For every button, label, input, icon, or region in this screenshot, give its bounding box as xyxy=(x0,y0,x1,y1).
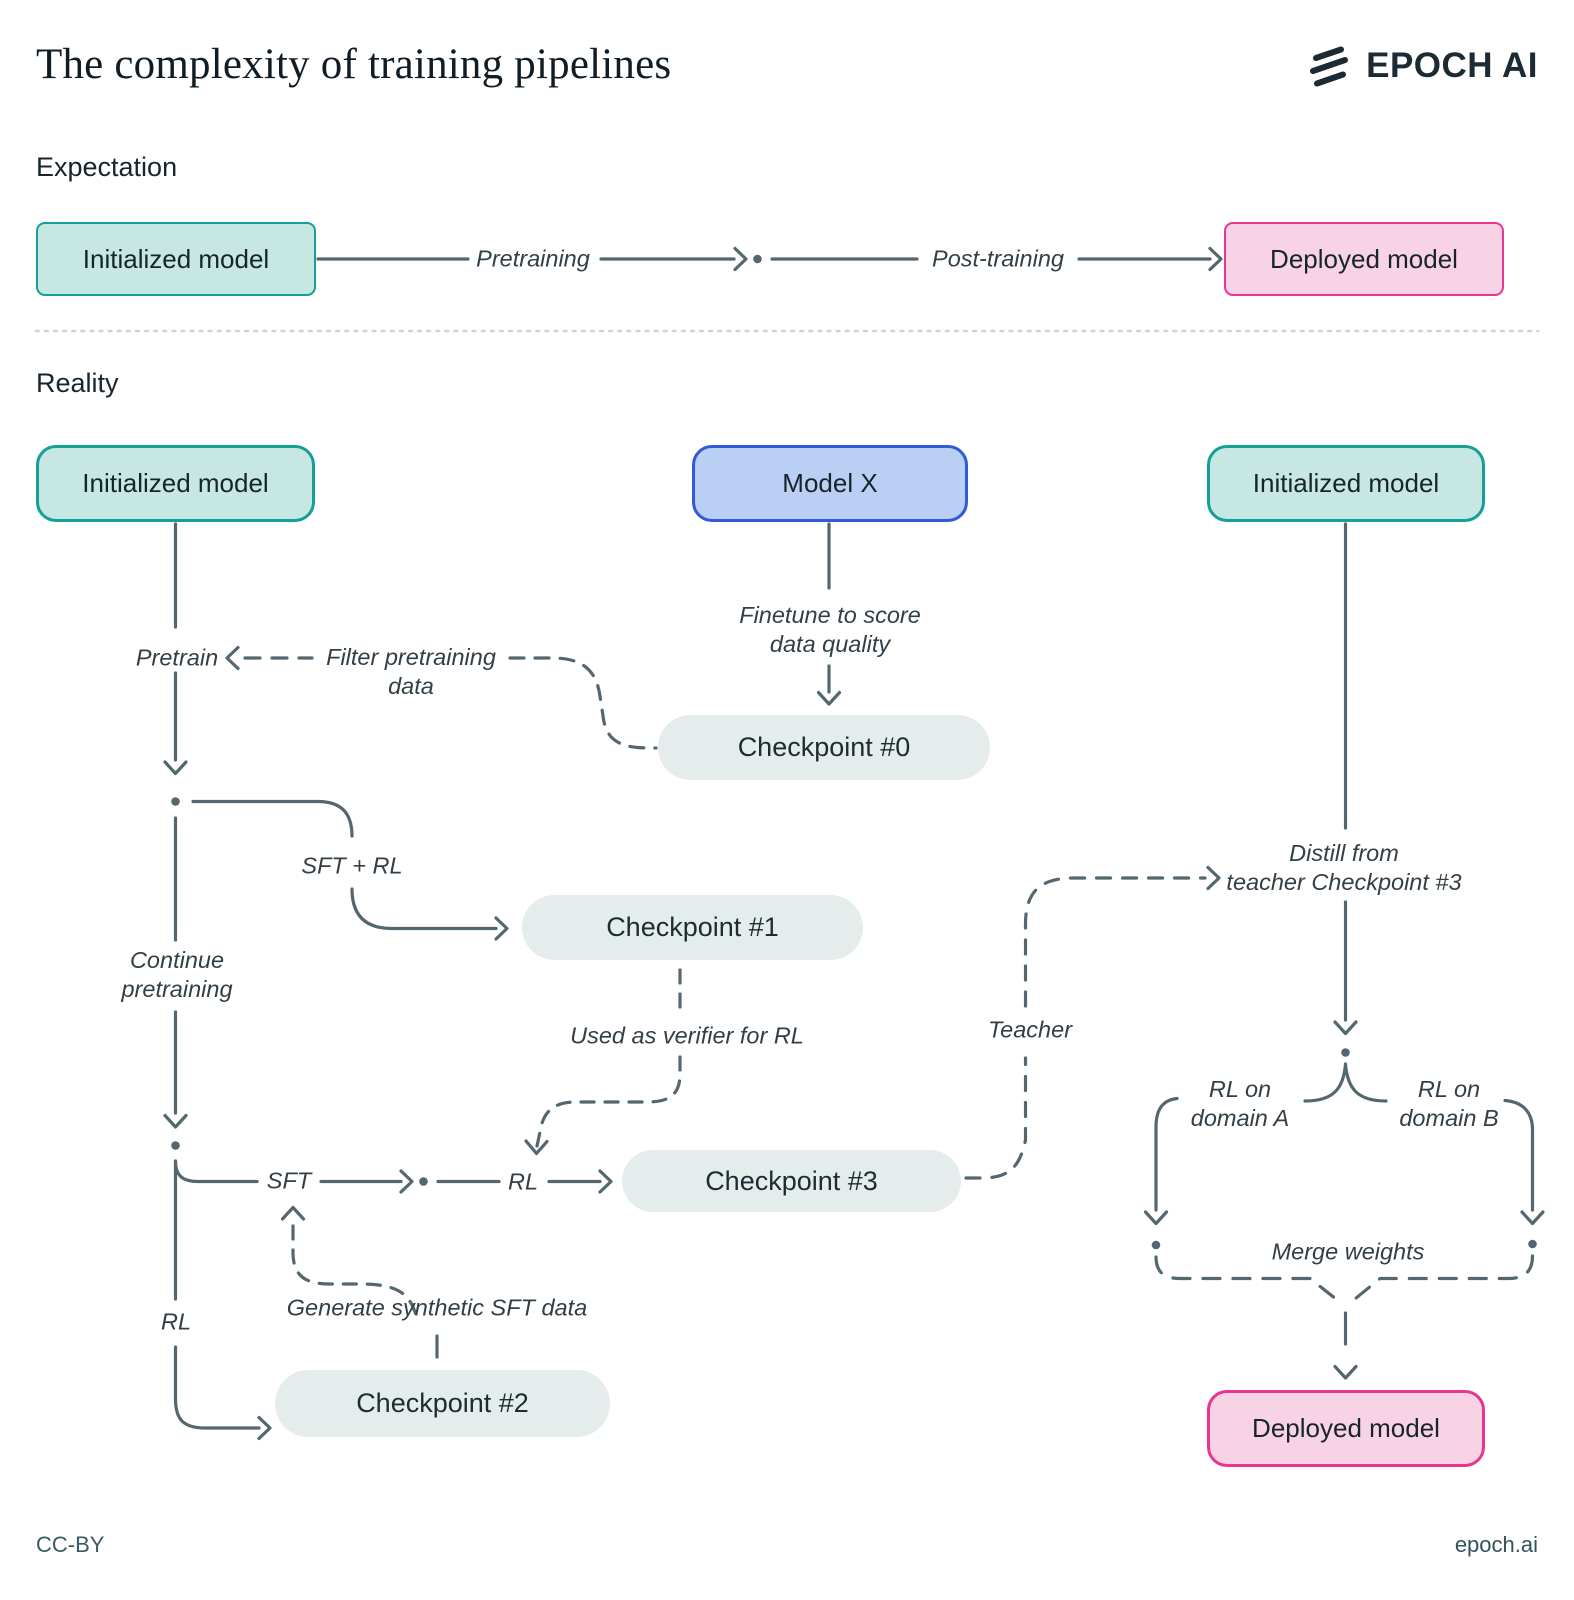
reality-initialized-model-left-box: Initialized model xyxy=(36,445,315,522)
edge-label-teacher: Teacher xyxy=(987,1016,1073,1043)
edge-label-sft: SFT xyxy=(266,1167,312,1194)
edge-label-rl-domain-b: RL on domain B xyxy=(1399,1075,1499,1131)
reality-initialized-model-right-box: Initialized model xyxy=(1207,445,1485,522)
checkpoint-3-pill: Checkpoint #3 xyxy=(622,1150,961,1212)
footer-site: epoch.ai xyxy=(1454,1532,1538,1557)
edge-label-rl-domain-a: RL on domain A xyxy=(1190,1075,1290,1131)
checkpoint-1-pill: Checkpoint #1 xyxy=(522,895,863,960)
edge-label-continue-pretraining: Continue pretraining xyxy=(121,946,233,1002)
edge-label-sft-rl: SFT + RL xyxy=(301,852,403,879)
section-label-expectation: Expectation xyxy=(36,152,178,182)
checkpoint-0-pill: Checkpoint #0 xyxy=(658,715,990,780)
expectation-connectors xyxy=(316,246,1223,272)
verifier-connector xyxy=(524,968,682,1156)
edge-label-pretraining: Pretraining xyxy=(476,245,590,272)
epoch-logo-icon xyxy=(1310,46,1349,87)
model-x-box: Model X xyxy=(692,445,968,522)
expectation-deployed-model-box: Deployed model xyxy=(1224,222,1504,296)
edge-label-filter-pretraining-data: Filter pretraining data xyxy=(326,643,496,699)
edge-label-pretrain: Pretrain xyxy=(135,644,219,671)
checkpoint-2-pill: Checkpoint #2 xyxy=(275,1370,610,1437)
page-title: The complexity of training pipelines xyxy=(36,41,672,88)
edge-label-post-training: Post-training xyxy=(932,245,1064,272)
edge-label-used-as-verifier: Used as verifier for RL xyxy=(570,1022,804,1049)
edge-label-rl-mid: RL xyxy=(507,1168,539,1195)
teacher-connector xyxy=(964,865,1221,1180)
edge-label-finetune: Finetune to score data quality xyxy=(739,601,921,657)
edge-label-generate-synthetic-sft-data: Generate synthetic SFT data xyxy=(286,1294,588,1321)
edge-label-distill: Distill from teacher Checkpoint #3 xyxy=(1226,839,1462,895)
brand-name: EPOCH AI xyxy=(1366,46,1538,85)
footer-license: CC-BY xyxy=(36,1532,105,1557)
expectation-initialized-model-box: Initialized model xyxy=(36,222,316,296)
reality-left-connectors xyxy=(163,522,658,1441)
brand-logo: EPOCH AI xyxy=(1307,44,1538,88)
edge-label-merge-weights: Merge weights xyxy=(1271,1238,1425,1265)
reality-right-connectors xyxy=(1143,522,1545,1380)
synthetic-sft-connector xyxy=(280,1205,439,1359)
edge-label-rl-left: RL xyxy=(160,1308,192,1335)
reality-deployed-model-box: Deployed model xyxy=(1207,1390,1485,1467)
model-x-connectors xyxy=(816,522,842,706)
section-label-reality: Reality xyxy=(36,368,119,398)
